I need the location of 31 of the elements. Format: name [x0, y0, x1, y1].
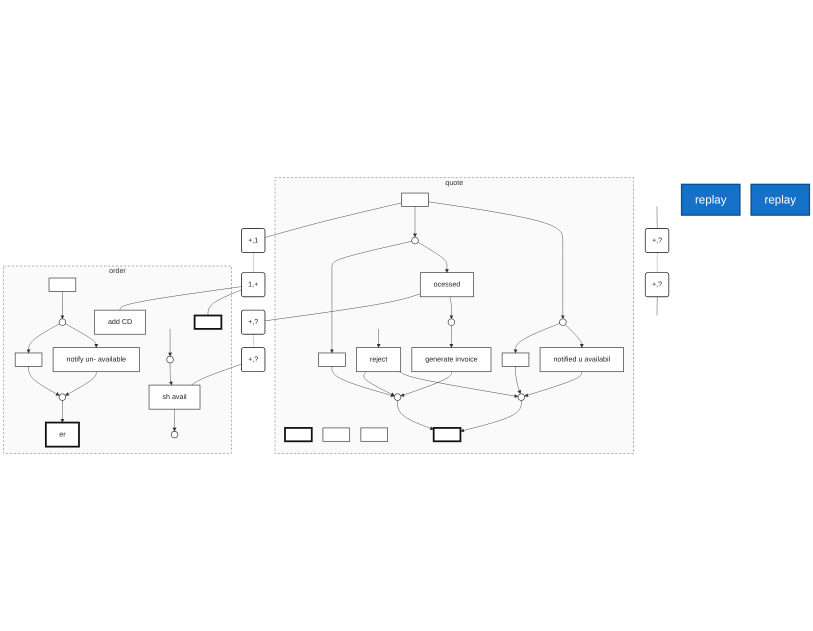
node-box: replay — [750, 184, 810, 216]
node-box: replay — [680, 184, 741, 216]
connector — [656, 252, 658, 274]
connector — [656, 296, 658, 316]
node-box — [502, 352, 530, 367]
node-box — [48, 278, 76, 292]
node-box — [284, 427, 313, 442]
connector — [253, 334, 254, 348]
connector — [252, 252, 254, 274]
node-box — [322, 428, 350, 442]
node-circle — [394, 393, 402, 401]
connector — [191, 364, 242, 386]
node-box — [14, 352, 42, 367]
node-circle — [518, 393, 525, 401]
connector — [264, 202, 402, 238]
connector — [264, 294, 421, 322]
node-circle — [58, 318, 66, 326]
node-circle — [166, 356, 174, 364]
node-box — [401, 192, 429, 207]
connector — [656, 206, 658, 229]
node-circle — [411, 236, 419, 244]
connector — [208, 290, 242, 316]
node-box — [318, 352, 346, 367]
node-circle — [58, 393, 66, 401]
node-box — [432, 427, 462, 442]
connector — [120, 286, 242, 310]
node-circle — [559, 318, 567, 326]
node-circle — [170, 430, 178, 438]
node-box — [194, 314, 222, 330]
node-box — [360, 428, 388, 442]
node-circle — [448, 318, 456, 326]
